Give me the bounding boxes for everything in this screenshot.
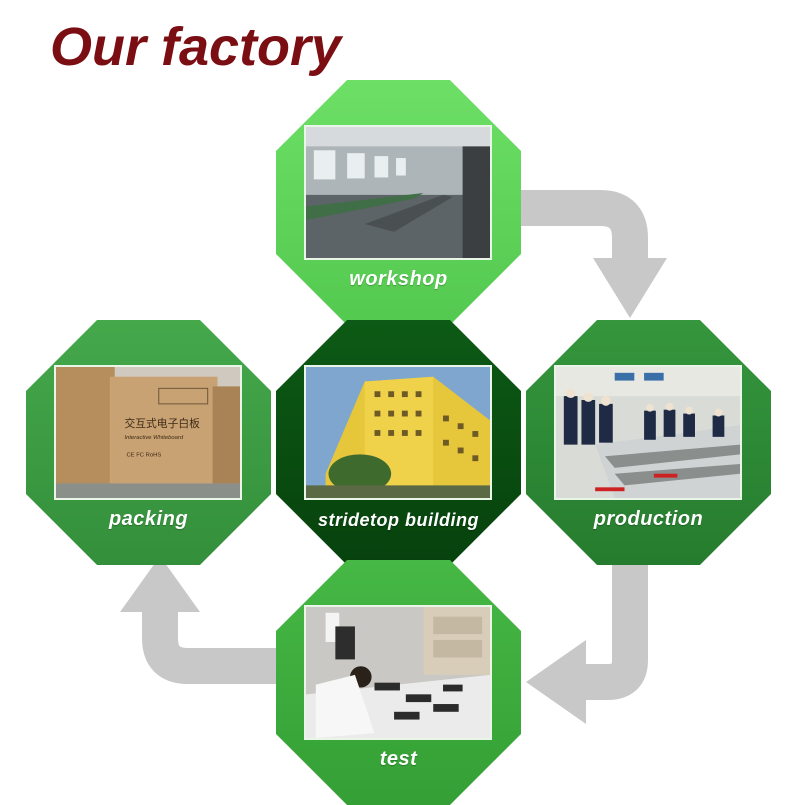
box-marks-text: CE FC RoHS — [126, 452, 161, 458]
stage-building: stridetop building — [276, 320, 521, 565]
production-label: production — [593, 508, 704, 530]
test-photo — [304, 605, 492, 740]
box-english-text: Interactive Whiteboard — [125, 435, 184, 441]
page-title: Our factory — [50, 17, 342, 77]
building-label: stridetop building — [318, 510, 479, 530]
stage-workshop: workshop — [276, 80, 521, 325]
packing-photo: 交互式电子白板 Interactive Whiteboard CE FC RoH… — [54, 365, 242, 500]
test-label: test — [379, 748, 418, 770]
building-photo — [304, 365, 492, 500]
workshop-label: workshop — [349, 268, 448, 290]
stage-production: production — [526, 320, 771, 565]
arrow-workshop-to-production — [520, 190, 648, 262]
arrow-production-to-test — [582, 550, 648, 700]
packing-label: packing — [108, 508, 189, 530]
box-chinese-text: 交互式电子白板 — [125, 417, 201, 430]
arrow-head-left — [526, 640, 586, 724]
stage-packing: 交互式电子白板 Interactive Whiteboard CE FC RoH… — [26, 320, 271, 565]
production-photo — [554, 365, 742, 500]
arrow-head-up — [120, 556, 200, 612]
workshop-photo — [304, 125, 492, 260]
stage-test: test — [276, 560, 521, 805]
arrow-head-down — [593, 258, 667, 318]
arrow-test-to-packing — [142, 608, 300, 684]
